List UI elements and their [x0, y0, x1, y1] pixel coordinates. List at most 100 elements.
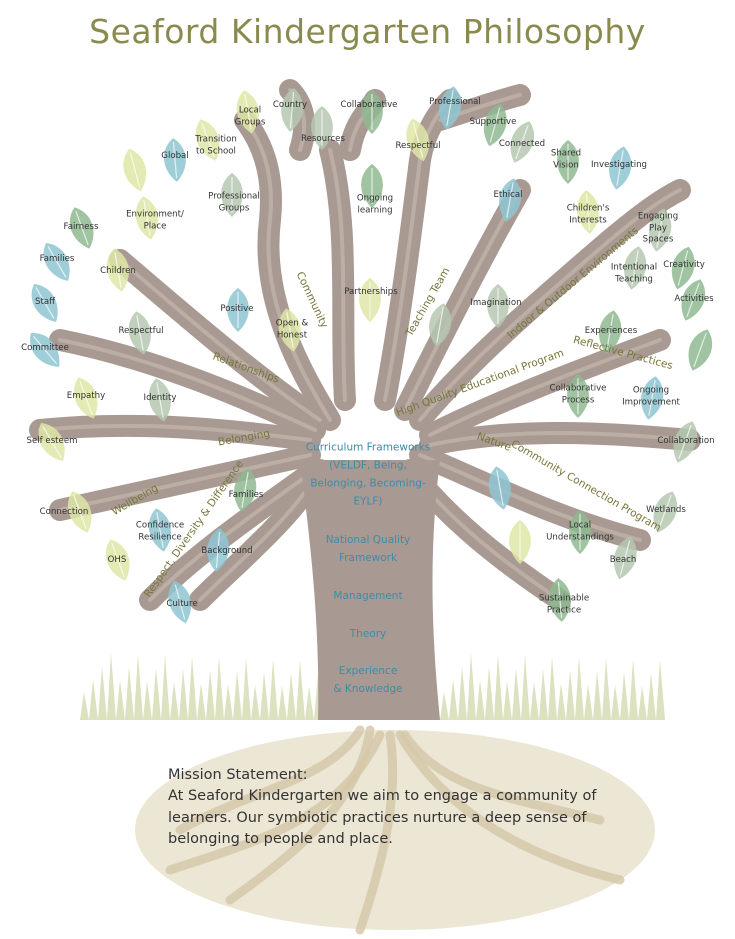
leaf [135, 196, 158, 240]
leaf [361, 164, 383, 208]
branch-highlight [428, 431, 692, 447]
leaf [429, 303, 452, 347]
leaf [73, 377, 98, 419]
leaf-label: Transition to School [195, 134, 237, 156]
leaf-vein [678, 424, 692, 460]
branch-highlight [418, 188, 682, 422]
branch-highlight [58, 338, 317, 432]
leaf [106, 248, 129, 292]
leaf [69, 207, 94, 249]
leaf [148, 378, 171, 422]
leaf [649, 208, 672, 252]
leaf [168, 580, 192, 624]
leaf-vein [73, 494, 87, 530]
leaf-label: Global [161, 151, 189, 162]
leaf-vein [244, 94, 252, 130]
leaf-vein [686, 282, 700, 318]
leaf-label: Wetlands [646, 505, 686, 516]
leaf-label: Families [39, 254, 75, 265]
root-line [355, 730, 398, 935]
leaf [43, 242, 70, 282]
leaf-label: Respectful [118, 326, 164, 337]
leaf-label: Connected [498, 139, 546, 150]
leaf-vein [111, 542, 125, 578]
branch-highlight [328, 148, 347, 402]
leaf-vein [143, 200, 151, 236]
leaf-vein [35, 287, 55, 319]
trunk-label: Management [333, 590, 403, 603]
leaf [236, 90, 259, 134]
leaf-label: Identity [143, 393, 177, 404]
root-line [400, 730, 605, 825]
leaf-label: Creativity [663, 260, 705, 271]
leaf-label: Sustainable Practice [538, 593, 590, 615]
leaf-vein [648, 380, 656, 416]
branch-highlight [38, 423, 312, 442]
leaf [105, 539, 130, 581]
leaf-vein [75, 210, 89, 246]
leaf [681, 279, 706, 321]
leaf-label: Ongoing Improvement [622, 385, 680, 407]
leaf-vein [693, 332, 707, 368]
mission-statement: Mission Statement: At Seaford Kindergart… [168, 765, 628, 851]
mission-title: Mission Statement: [168, 767, 308, 783]
leaf-label: Collaborative [340, 100, 398, 111]
branch-highlight [148, 468, 317, 602]
leaf [281, 88, 303, 132]
leaf-label: OHS [107, 555, 127, 566]
leaf-vein [616, 150, 624, 186]
trunk-label: Theory [349, 628, 387, 641]
leaf [164, 138, 186, 182]
leaf [509, 520, 531, 564]
tree-branches [29, 79, 701, 720]
leaf-label: Investigating [591, 160, 647, 171]
leaf-vein [557, 582, 563, 618]
leaf-label: Connection [39, 507, 89, 518]
leaf-label: Families [228, 490, 264, 501]
branch-highlight [418, 453, 642, 542]
leaf-vein [585, 194, 591, 230]
leaf [359, 278, 381, 322]
roots [135, 725, 655, 935]
leaf-label: Professional [429, 97, 481, 108]
leaf-vein [129, 152, 141, 188]
leaf-label: Confidence Resilience [135, 520, 185, 542]
leaf-label: Imagination [470, 298, 522, 309]
leaf [613, 536, 637, 580]
trunk-label: Curriculum Frameworks (VELDF, Being, Bel… [305, 441, 431, 507]
trunk-label: Experience & Knowledge [333, 665, 403, 695]
leaf-vein [201, 122, 215, 158]
root-line [165, 730, 385, 875]
leaf [361, 90, 383, 134]
leaf-label: Supportive [469, 117, 517, 128]
leaf-vein [32, 335, 58, 365]
leaf-vein [606, 314, 614, 350]
leaf-vein [658, 494, 672, 530]
leaf-vein [114, 252, 122, 288]
leaf-label: Staff [34, 297, 56, 308]
leaf-label: Respectful [395, 141, 441, 152]
leaf [488, 466, 511, 510]
branch-highlight [383, 98, 452, 402]
leaf [221, 173, 243, 217]
leaf-label: Partnerships [344, 287, 398, 298]
leaf-label: Engaging Play Spaces [637, 211, 679, 245]
leaf-vein [215, 532, 221, 568]
tree-leaves [29, 86, 713, 624]
leaf [311, 106, 333, 150]
root-mass [135, 730, 655, 930]
leaf [29, 333, 60, 367]
leaf-vein [172, 142, 178, 178]
leaf-label: Professional Groups [208, 191, 260, 213]
leaf [641, 376, 664, 420]
leaf [128, 311, 151, 355]
leaf-label: Fairness [63, 222, 99, 233]
leaf-vein [619, 540, 631, 576]
leaf [148, 508, 171, 552]
leaf [557, 140, 579, 184]
leaf-label: Committee [21, 343, 69, 354]
leaf [195, 119, 220, 161]
leaf-vein [496, 470, 504, 506]
